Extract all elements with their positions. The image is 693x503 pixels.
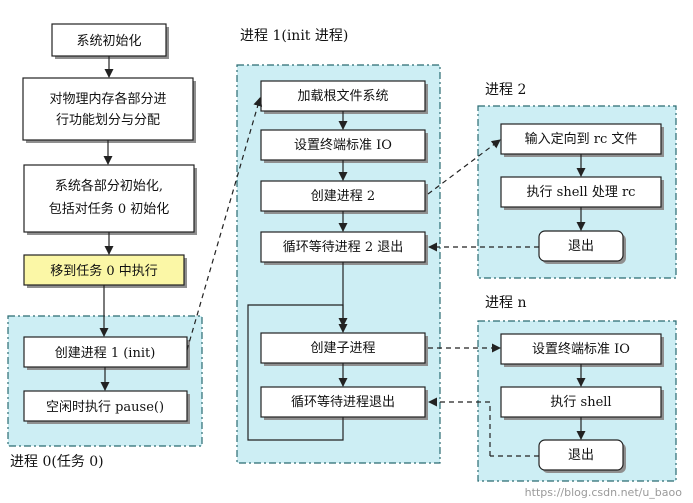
svg-text:创建进程 2: 创建进程 2 — [311, 189, 375, 204]
node-sys-init: 系统初始化 — [51, 23, 169, 59]
process0-title: 进程 0(任务 0) — [10, 454, 104, 470]
node-exit-p2: 退出 — [538, 230, 626, 264]
svg-text:对物理内存各部分进: 对物理内存各部分进 — [49, 91, 166, 107]
svg-text:输入定向到 rc 文件: 输入定向到 rc 文件 — [525, 131, 638, 147]
processn-title: 进程 n — [485, 295, 526, 311]
node-mount-root: 加载根文件系统 — [260, 80, 428, 114]
node-idle-pause: 空闲时执行 pause() — [23, 390, 190, 424]
svg-text:执行 shell 处理 rc: 执行 shell 处理 rc — [527, 185, 636, 200]
process1-title: 进程 1(init 进程) — [240, 28, 348, 44]
svg-text:移到任务 0 中执行: 移到任务 0 中执行 — [50, 263, 158, 279]
svg-text:加载根文件系统: 加载根文件系统 — [297, 89, 388, 104]
node-create-p2: 创建进程 2 — [260, 180, 428, 214]
watermark: https://blog.csdn.net/u_baoo — [525, 486, 683, 499]
node-mem-partition: 对物理内存各部分进 行功能划分与分配 — [22, 77, 196, 143]
node-set-stdio-1: 设置终端标准 IO — [260, 129, 428, 163]
svg-text:创建进程 1 (init): 创建进程 1 (init) — [55, 346, 156, 361]
node-move-task0: 移到任务 0 中执行 — [23, 254, 187, 288]
node-create-child: 创建子进程 — [260, 332, 428, 366]
node-exit-pn: 退出 — [538, 439, 626, 473]
process2-title: 进程 2 — [485, 82, 526, 98]
svg-text:设置终端标准 IO: 设置终端标准 IO — [294, 137, 392, 153]
dashed-connections — [186, 97, 539, 457]
svg-text:行功能划分与分配: 行功能划分与分配 — [56, 113, 160, 128]
svg-text:执行 shell: 执行 shell — [550, 395, 611, 410]
node-wait-child: 循环等待进程退出 — [260, 386, 428, 420]
node-wait-p2: 循环等待进程 2 退出 — [260, 231, 428, 265]
svg-text:系统各部分初始化,: 系统各部分初始化, — [55, 178, 163, 194]
svg-text:循环等待进程 2 退出: 循环等待进程 2 退出 — [283, 239, 404, 255]
svg-text:包括对任务 0 初始化: 包括对任务 0 初始化 — [49, 201, 170, 217]
svg-text:退出: 退出 — [568, 239, 594, 254]
svg-text:退出: 退出 — [568, 448, 594, 463]
svg-text:设置终端标准 IO: 设置终端标准 IO — [532, 341, 630, 357]
node-redirect-rc: 输入定向到 rc 文件 — [500, 123, 664, 157]
node-shell-rc: 执行 shell 处理 rc — [500, 176, 664, 210]
svg-text:创建子进程: 创建子进程 — [310, 341, 375, 356]
svg-text:空闲时执行 pause(): 空闲时执行 pause() — [46, 400, 164, 415]
node-set-stdio-n: 设置终端标准 IO — [500, 333, 664, 367]
process1-flow-arrows — [247, 111, 348, 441]
node-exec-shell: 执行 shell — [500, 386, 664, 420]
node-create-p1: 创建进程 1 (init) — [23, 336, 190, 370]
node-parts-init: 系统各部分初始化, 包括对任务 0 初始化 — [23, 164, 197, 235]
left-flow-arrows — [99, 56, 114, 391]
svg-text:循环等待进程退出: 循环等待进程退出 — [291, 394, 395, 410]
svg-text:系统初始化: 系统初始化 — [76, 34, 141, 49]
